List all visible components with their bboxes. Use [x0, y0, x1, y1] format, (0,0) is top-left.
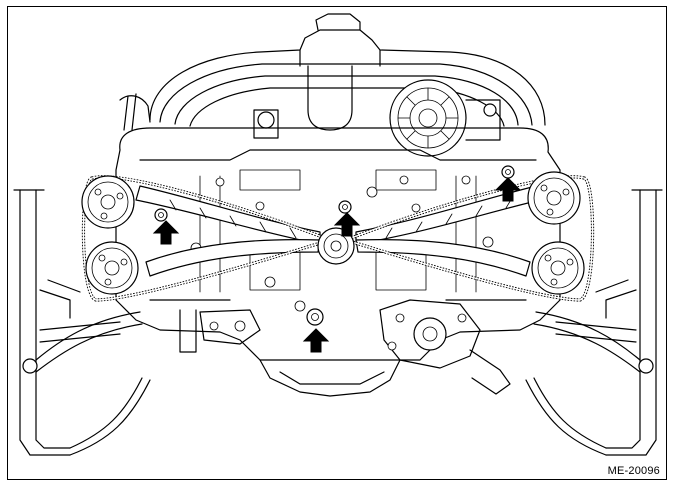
camshaft-sprocket-left-lower	[85, 241, 139, 295]
oil-pump-area	[179, 309, 261, 353]
water-pump	[379, 299, 511, 395]
crankshaft-sprocket	[317, 227, 355, 265]
water-pump-pulley	[389, 79, 501, 157]
engine-stand	[13, 189, 663, 456]
arrow-up-icon	[333, 212, 361, 237]
arrow-up-icon	[152, 220, 180, 245]
figure-code-label: ME-20096	[607, 465, 660, 477]
camshaft-sprocket-right-upper	[527, 171, 581, 225]
camshaft-sprocket-left-upper	[81, 175, 135, 229]
callout-arrows	[152, 177, 522, 353]
camshaft-sprocket-right-lower	[531, 241, 585, 295]
timing-chain-left	[81, 175, 335, 302]
idler-points	[154, 165, 515, 326]
arrow-up-icon	[494, 177, 522, 202]
chain-guides	[135, 185, 541, 277]
figure-frame	[7, 6, 667, 480]
engine-block	[115, 127, 561, 397]
arrow-up-icon	[302, 328, 330, 353]
intake-manifold	[119, 13, 546, 139]
timing-chain-right	[341, 175, 595, 302]
